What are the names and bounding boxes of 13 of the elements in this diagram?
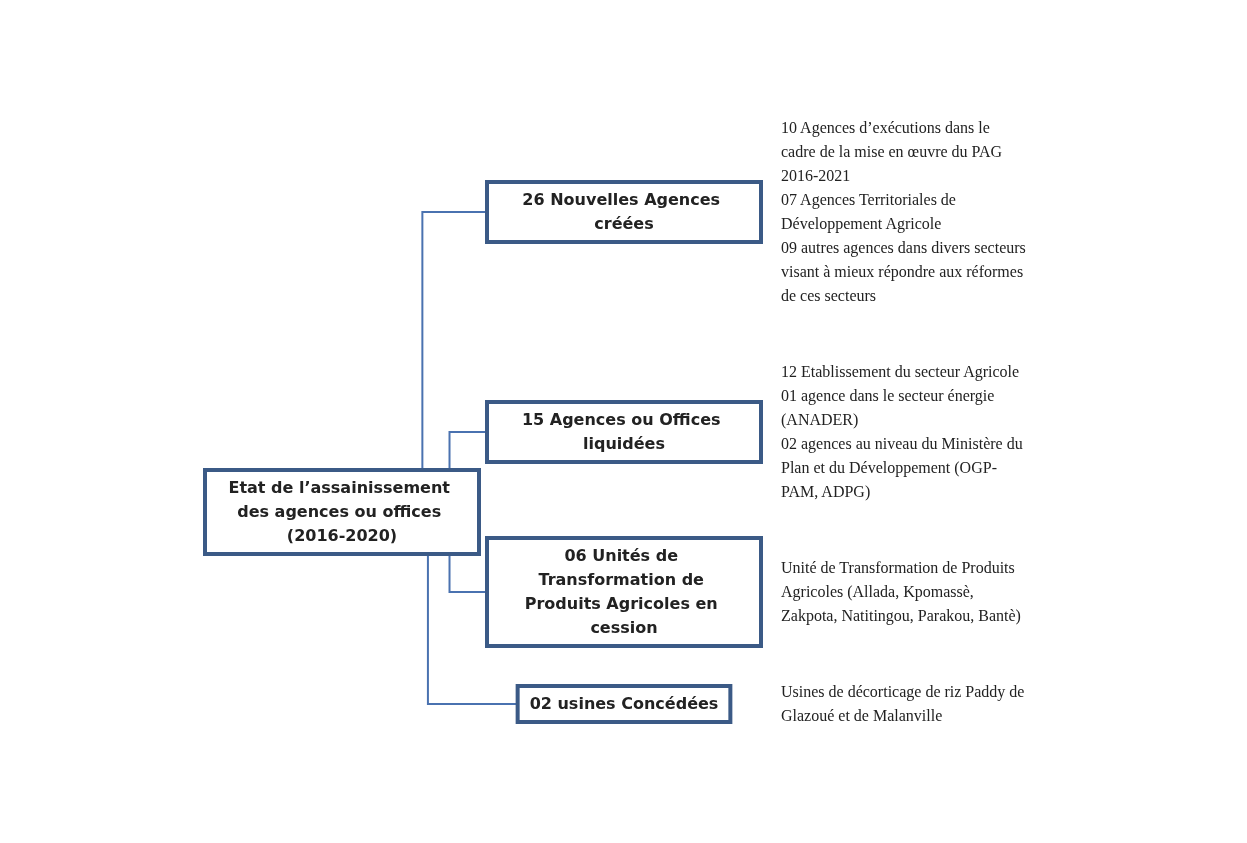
node-box: 02 usines Concédées [515,683,732,724]
node-box: 06 Unités de Transformation de Produits Agricoles en cession [484,535,763,648]
node-label: Unité de Transformation de Produits Agricoles (Allada, Kpomassè, Zakpota, Natitingou, Parakou, Bantè) [780,558,1021,624]
node-label: 02 agences au niveau du Ministère du Plan et du Développement (OGP-PAM, ADPG) [780,434,1023,500]
node-label: Usines de décorticage de riz Paddy de Glazoué et de Malanville [780,682,1024,724]
node-label: 09 autres agences dans divers secteurs visant à mieux répondre aux réformes de ces secteurs [780,238,1026,304]
node-label: 12 Etablissement du secteur Agricole [780,362,1019,380]
node-box: 26 Nouvelles Agences créées [484,179,763,244]
node-label: 01 agence dans le secteur énergie (ANADER) [780,386,994,428]
node-box: 15 Agences ou Offices liquidées [484,399,763,464]
node-label: 07 Agences Territoriales de Développement Agricole [780,190,956,232]
node-label: 10 Agences d’exécutions dans le cadre de la mise en œuvre du PAG 2016-2021 [780,118,1002,184]
node-box: Etat de l’assainissement des agences ou offices (2016-2020) [202,467,481,556]
